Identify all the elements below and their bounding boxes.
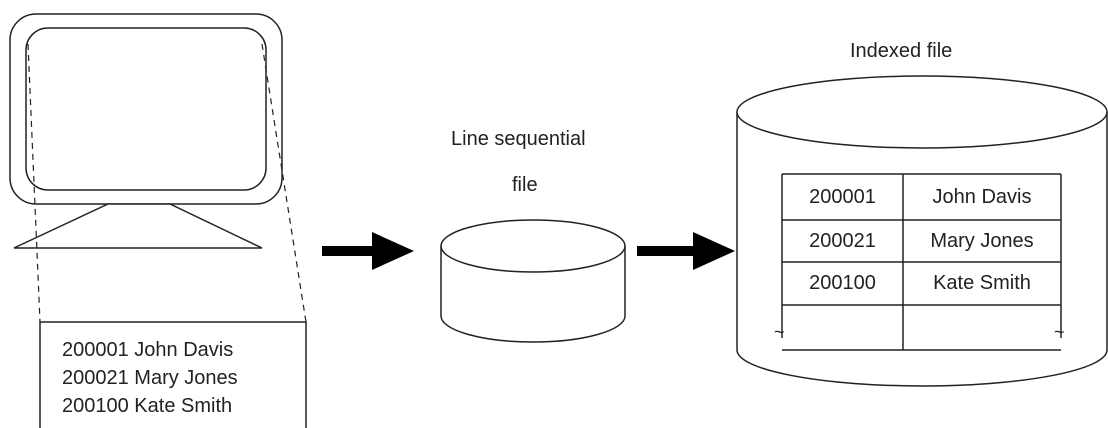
table-cell-name: Kate Smith <box>933 272 1031 294</box>
screen-content-box <box>39 321 307 428</box>
table-cell-id: 200001 <box>809 186 876 208</box>
monitor-screen <box>25 27 267 191</box>
continuation-mark-left: ~ <box>774 322 785 342</box>
indexed-file-table <box>781 173 1062 351</box>
screen-record-line: 200021 Mary Jones <box>62 367 238 389</box>
table-cell-id: 200100 <box>809 272 876 294</box>
arrow-right-icon <box>637 232 735 270</box>
monitor-icon <box>9 13 283 249</box>
table-cell-id: 200021 <box>809 230 876 252</box>
line-sequential-file-cylinder <box>440 219 626 343</box>
table-cell-name: John Davis <box>932 186 1032 208</box>
indexed-file-label: Indexed file <box>850 40 953 62</box>
table-cell-name: Mary Jones <box>930 230 1034 252</box>
screen-record-line: 200001 John Davis <box>62 339 234 361</box>
indexed-file-cylinder <box>736 75 1108 387</box>
continuation-mark-right: ~ <box>1054 322 1065 342</box>
line-sequential-file-label-line2: file <box>512 174 538 196</box>
monitor-stand <box>13 203 263 249</box>
arrow-right-icon <box>322 232 414 270</box>
line-sequential-file-label: Line sequential <box>451 128 586 150</box>
zoom-lines <box>27 43 307 323</box>
screen-record-line: 200100 Kate Smith <box>62 395 233 417</box>
